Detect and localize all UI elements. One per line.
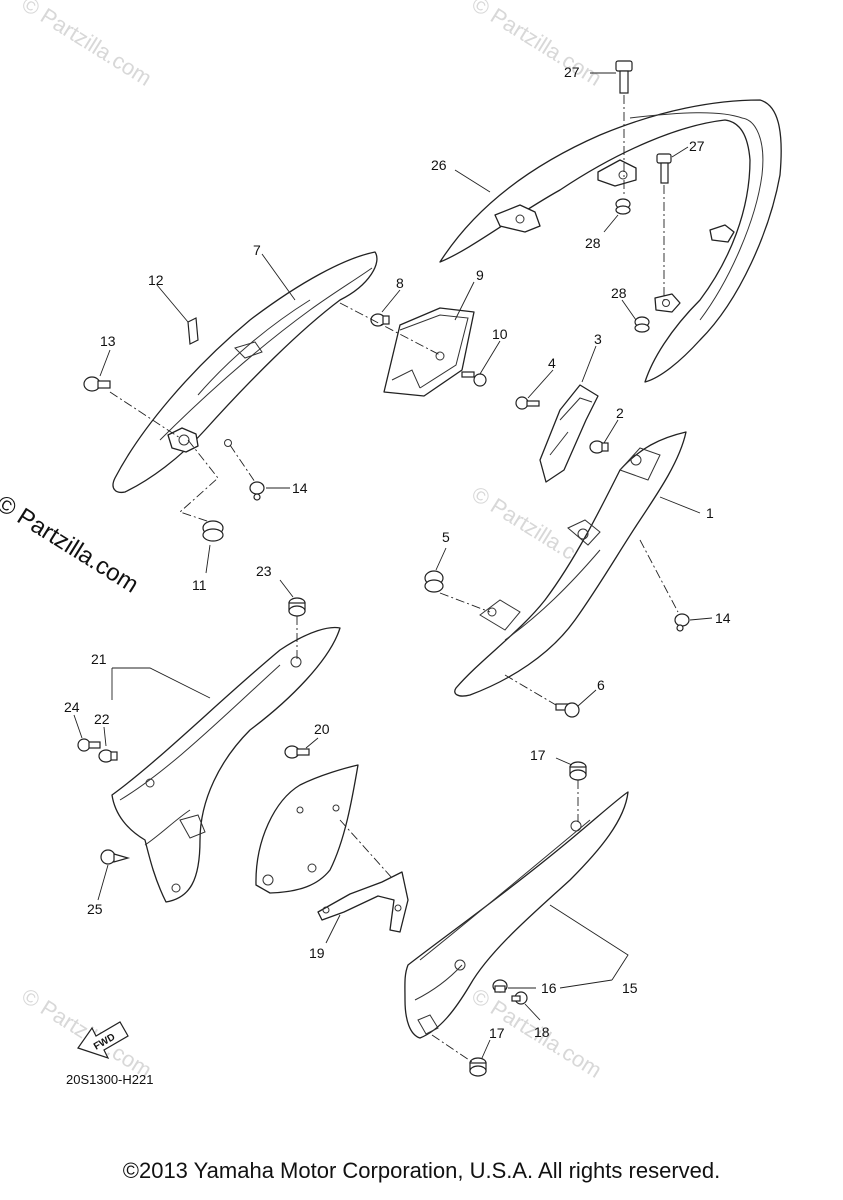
- callout-22: 22: [94, 711, 110, 727]
- watermark-bottom-left: © Partzilla.com: [17, 983, 156, 1083]
- grommet-11: [202, 520, 224, 542]
- bolt-24: [77, 738, 101, 752]
- callout-16: 16: [541, 980, 557, 996]
- callout-27-upper: 27: [564, 64, 580, 80]
- callout-20: 20: [314, 721, 330, 737]
- grommet-5: [424, 570, 444, 593]
- callout-26: 26: [431, 157, 447, 173]
- nut-14-right: [674, 613, 690, 632]
- callout-23: 23: [256, 563, 272, 579]
- bolt-20: [284, 745, 310, 759]
- bolt-18: [511, 991, 528, 1005]
- side-cover-part-1: [454, 431, 687, 697]
- callout-6: 6: [597, 677, 605, 693]
- callout-numbers: 27 27 26 28 28 7 12 13 14 11 8 9 10 3 4 …: [64, 64, 731, 1041]
- rivet-25: [100, 849, 131, 865]
- nut-17-upper: [569, 761, 587, 781]
- bolt-27-upper: [615, 60, 633, 94]
- callout-17-lower: 17: [489, 1025, 505, 1041]
- callout-28-upper: 28: [585, 235, 601, 251]
- callout-28-right: 28: [611, 285, 627, 301]
- collar-28-upper: [615, 198, 631, 215]
- callout-24: 24: [64, 699, 80, 715]
- callout-12: 12: [148, 272, 164, 288]
- callout-2: 2: [616, 405, 624, 421]
- screw-10: [461, 371, 487, 387]
- callout-11: 11: [192, 577, 207, 593]
- watermark-top-right: © Partzilla.com: [467, 0, 606, 91]
- callout-25: 25: [87, 901, 103, 917]
- callout-17-upper: 17: [530, 747, 546, 763]
- side-cover-part-7: [112, 251, 378, 494]
- callout-5: 5: [442, 529, 450, 545]
- leader-lines: [73, 72, 713, 1059]
- callout-8: 8: [396, 275, 404, 291]
- callout-15: 15: [622, 980, 638, 996]
- lower-cover-part-21: [111, 626, 341, 903]
- clip-12: [187, 317, 199, 345]
- callout-7: 7: [253, 242, 261, 258]
- callout-21: 21: [91, 651, 107, 667]
- bracket-part-9: [383, 307, 475, 397]
- collar-22: [98, 749, 118, 763]
- lower-cover-part-15: [404, 791, 629, 1039]
- callout-13: 13: [100, 333, 116, 349]
- bolt-4: [515, 396, 540, 410]
- bolt-27-right: [656, 153, 672, 184]
- bolt-6: [555, 702, 580, 718]
- nut-17-lower: [469, 1057, 487, 1077]
- heat-shield-plate: [255, 764, 359, 894]
- callout-14-right: 14: [715, 610, 731, 626]
- collar-28-right: [634, 316, 650, 333]
- callout-14-left: 14: [292, 480, 308, 496]
- grab-bar-part-26: [439, 99, 782, 383]
- callout-3: 3: [594, 331, 602, 347]
- callout-19: 19: [309, 945, 325, 961]
- collar-2: [589, 440, 609, 454]
- bracket-part-19: [317, 871, 409, 933]
- bolt-13: [83, 376, 111, 392]
- callout-18: 18: [534, 1024, 550, 1040]
- callout-10: 10: [492, 326, 508, 342]
- collar-8: [370, 313, 390, 327]
- copyright-notice: ©2013 Yamaha Motor Corporation, U.S.A. A…: [122, 1158, 721, 1183]
- callout-27-right: 27: [689, 138, 705, 154]
- callout-1: 1: [706, 505, 714, 521]
- fwd-arrow-icon: FWD: [77, 1021, 129, 1060]
- callout-4: 4: [548, 355, 556, 371]
- bracket-part-3: [539, 384, 599, 483]
- callout-9: 9: [476, 267, 484, 283]
- watermark-top-left: © Partzilla.com: [17, 0, 156, 91]
- nut-23: [288, 597, 306, 617]
- collar-16: [492, 979, 508, 993]
- diagram-code: 20S1300-H221: [66, 1072, 154, 1087]
- nut-14-left: [249, 481, 265, 501]
